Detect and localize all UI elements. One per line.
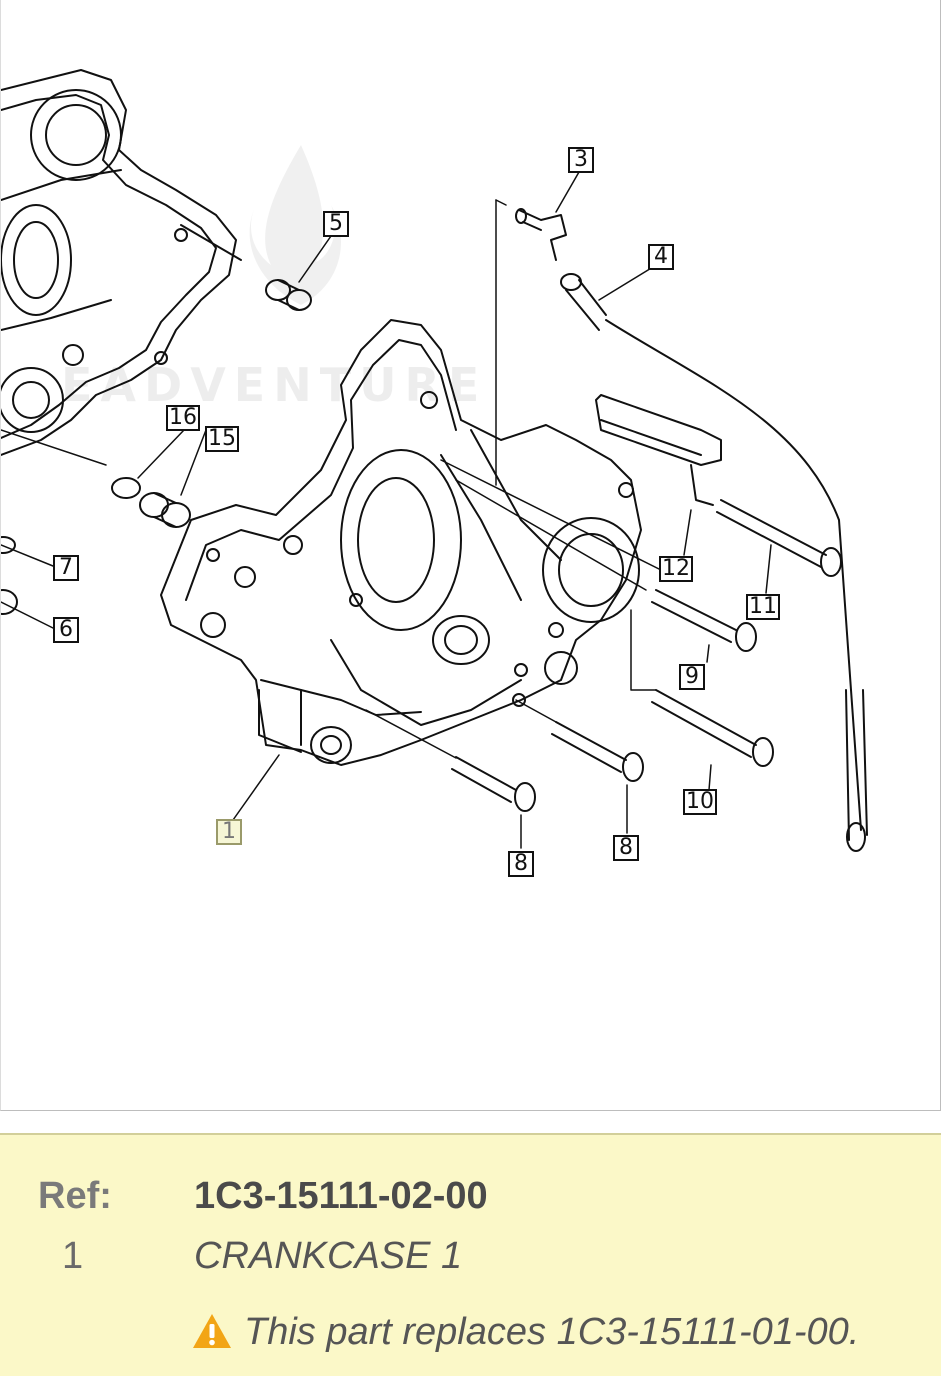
crankcase-body: [160, 319, 642, 766]
ref-label: Ref:: [38, 1175, 112, 1217]
parts-diagram: EADVENTURE: [0, 0, 941, 1111]
callout-12[interactable]: 12: [659, 556, 693, 582]
bolt-11: [716, 499, 842, 577]
part-15-collar: [111, 477, 191, 528]
flame-logo-watermark: [249, 145, 341, 305]
alignment-lines: [1, 199, 662, 759]
bolt-8a: [451, 756, 536, 812]
warning-triangle-icon: [192, 1313, 232, 1354]
part-4-hose: [560, 273, 868, 852]
part-3-fitting: [515, 208, 567, 261]
leader-lines: [137, 171, 772, 849]
part-number[interactable]: 1C3-15111-02-00: [194, 1175, 488, 1217]
bolt-9: [651, 589, 757, 652]
callout-6[interactable]: 6: [53, 617, 79, 643]
part-info-panel: Ref: 1C3-15111-02-00 1 CRANKCASE 1 This …: [0, 1133, 941, 1376]
bolt-10: [651, 689, 774, 767]
callout-5[interactable]: 5: [323, 211, 349, 237]
callout-9[interactable]: 9: [679, 664, 705, 690]
callout-1[interactable]: 1: [216, 819, 242, 845]
callout-8[interactable]: 8: [508, 851, 534, 877]
dowel-bracket: [595, 394, 722, 506]
callout-7[interactable]: 7: [53, 555, 79, 581]
part-name: CRANKCASE 1: [194, 1235, 463, 1277]
callout-11[interactable]: 11: [746, 594, 780, 620]
replacement-notice-text: This part replaces 1C3-15111-01-00.: [244, 1311, 860, 1353]
callout-15[interactable]: 15: [205, 426, 239, 452]
callout-8[interactable]: 8: [613, 835, 639, 861]
callout-16[interactable]: 16: [166, 405, 200, 431]
callout-3[interactable]: 3: [568, 147, 594, 173]
left-crankcase-half: [1, 69, 237, 615]
watermark: EADVENTURE: [61, 358, 488, 412]
bolt-8b: [551, 721, 644, 782]
callout-4[interactable]: 4: [648, 244, 674, 270]
callout-10[interactable]: 10: [683, 789, 717, 815]
ref-value: 1: [62, 1235, 84, 1277]
exploded-view-drawing: [1, 69, 868, 852]
part-5-bushing: [180, 224, 312, 311]
